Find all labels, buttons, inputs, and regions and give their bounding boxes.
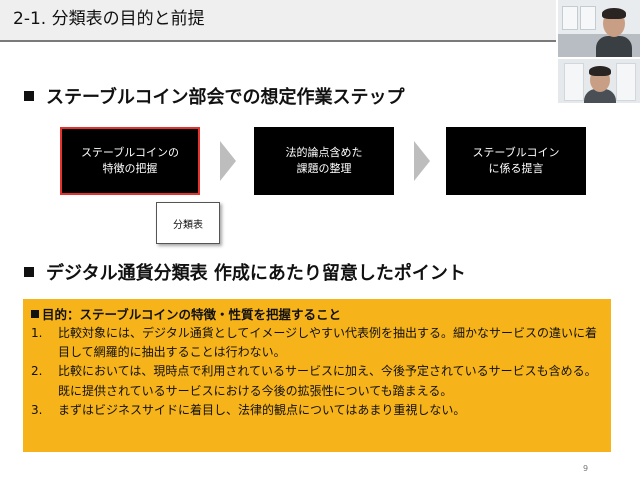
list-item-number: 1.: [31, 326, 43, 340]
callout-heading-text: 目的：ステーブルコインの特徴・性質を把握すること: [42, 307, 342, 322]
participant-body: [596, 36, 632, 57]
tag-label: 分類表: [173, 219, 203, 231]
step-box-2: 法的論点含めた 課題の整理: [254, 127, 394, 195]
page-title: 2-1. 分類表の目的と前提: [13, 9, 205, 29]
list-item-text: 比較対象には、デジタル通貨としてイメージしやすい代表例を抽出する。細かなサービス…: [58, 326, 598, 360]
video-wall-panel: [616, 63, 636, 101]
square-bullet-icon: [24, 91, 34, 101]
participant-video-2[interactable]: [558, 59, 640, 103]
section-heading-text: ステーブルコイン部会での想定作業ステップ: [46, 87, 405, 108]
step-box-3: ステーブルコイン に係る提言: [446, 127, 586, 195]
participant-hair: [602, 8, 626, 19]
participant-hair: [589, 66, 611, 76]
section-heading-text: デジタル通貨分類表 作成にあたり留意したポイント: [46, 263, 466, 284]
chevron-right-icon: [414, 141, 430, 181]
list-item-text: まずはビジネスサイドに着目し、法律的観点についてはあまり重視しない。: [58, 402, 466, 417]
chevron-right-icon: [220, 141, 236, 181]
section-heading-points: デジタル通貨分類表 作成にあたり留意したポイント: [24, 262, 466, 286]
video-window: [562, 6, 578, 30]
title-divider: [0, 40, 556, 42]
list-item-number: 3.: [31, 402, 43, 417]
step-box-1: ステーブルコインの 特徴の把握: [60, 127, 200, 195]
square-bullet-icon: [24, 267, 34, 277]
classification-table-tag: 分類表: [156, 202, 220, 244]
step-label: 法的論点含めた 課題の整理: [285, 146, 363, 175]
list-item: 2. 比較においては、現時点で利用されているサービスに加え、今後予定されているサ…: [31, 362, 603, 400]
page-number: 9: [583, 464, 589, 473]
list-item-text: 比較においては、現時点で利用されているサービスに加え、今後予定されているサービス…: [58, 364, 597, 398]
purpose-callout: 目的：ステーブルコインの特徴・性質を把握すること 1. 比較対象には、デジタル通…: [23, 299, 611, 452]
section-heading-steps: ステーブルコイン部会での想定作業ステップ: [24, 86, 405, 110]
square-bullet-icon: [31, 310, 39, 318]
video-wall-panel: [564, 63, 584, 101]
list-item: 3. まずはビジネスサイドに着目し、法律的観点についてはあまり重視しない。: [31, 401, 603, 420]
callout-heading: 目的：ステーブルコインの特徴・性質を把握すること: [31, 305, 603, 324]
video-window: [580, 6, 596, 30]
list-item-number: 2.: [31, 364, 43, 379]
list-item: 1. 比較対象には、デジタル通貨としてイメージしやすい代表例を抽出する。細かなサ…: [31, 324, 603, 362]
participant-video-1[interactable]: [558, 0, 640, 57]
step-label: ステーブルコイン に係る提言: [472, 146, 560, 175]
title-bar: 2-1. 分類表の目的と前提: [0, 0, 556, 40]
step-label: ステーブルコインの 特徴の把握: [80, 146, 180, 175]
participant-body: [584, 89, 616, 103]
